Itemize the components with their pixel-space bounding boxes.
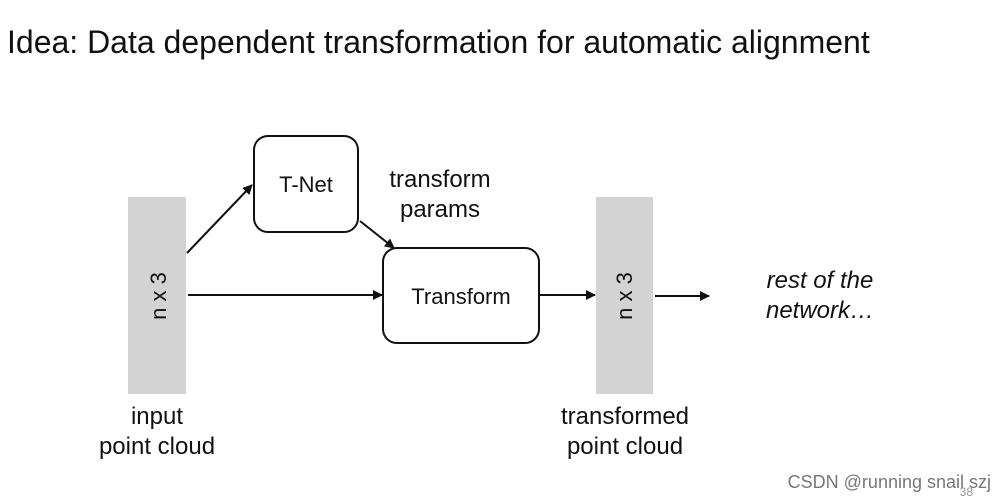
rest-of-network-label: rest of the network… xyxy=(765,267,875,324)
input-point-cloud-block xyxy=(128,197,186,394)
transform-params-label: transform params xyxy=(389,166,491,223)
transform-label: Transform xyxy=(411,284,510,309)
tnet-label: T-Net xyxy=(279,172,333,197)
output-point-cloud-block xyxy=(596,197,653,394)
transformed-point-cloud-caption: transformed point cloud xyxy=(560,403,690,460)
output-block-label: n x 3 xyxy=(612,272,637,320)
input-block-label: n x 3 xyxy=(146,272,171,320)
arrow-input-to-tnet xyxy=(186,184,253,254)
tnet-box xyxy=(253,135,359,233)
watermark: CSDN @running snail szj xyxy=(787,472,991,492)
input-point-cloud-caption: input point cloud xyxy=(98,403,216,460)
transform-box xyxy=(382,247,540,344)
slide-title: Idea: Data dependent transformation for … xyxy=(7,24,870,60)
page-number: 38 xyxy=(959,485,973,499)
arrow-tnet-to-transform xyxy=(359,220,395,249)
